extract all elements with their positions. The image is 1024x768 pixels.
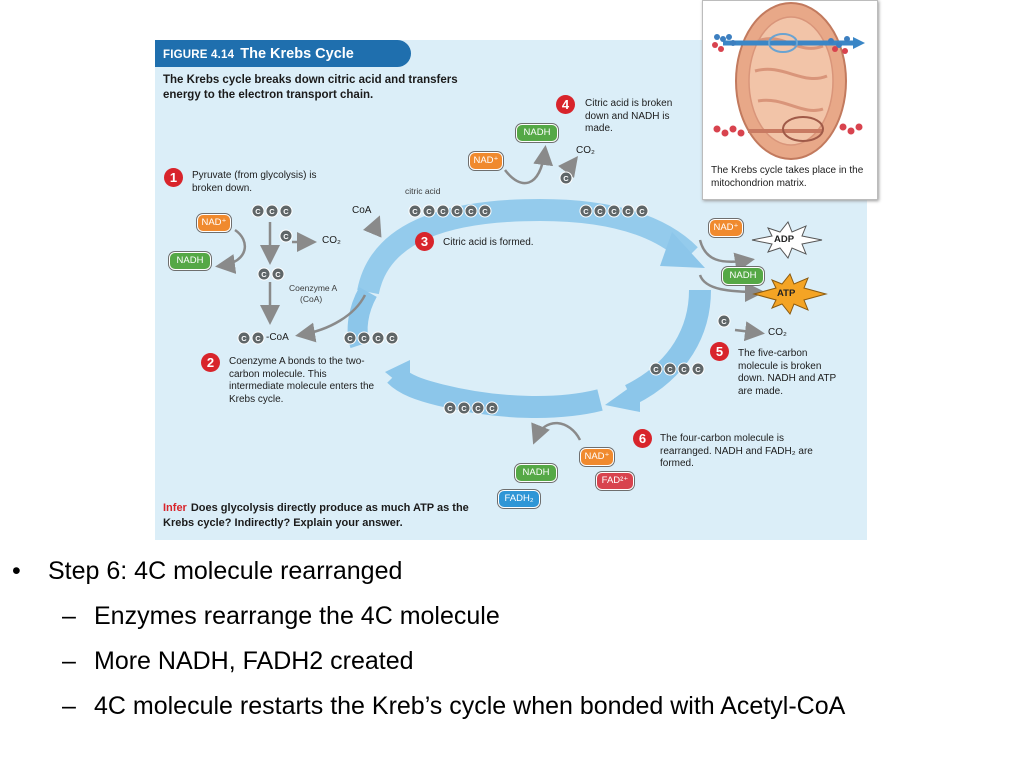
inset-caption: The Krebs cycle takes place in the mitoc…	[711, 165, 864, 189]
coa-label: CoA	[352, 205, 372, 216]
carbon-atom-label: C	[275, 270, 281, 279]
step-6-text: The four-carbon molecule is rearranged. …	[660, 433, 813, 469]
step-3-badge: 3	[415, 232, 434, 251]
carbon-atom-label: C	[667, 365, 673, 374]
carbon-atom-label: C	[412, 207, 418, 216]
cycle-ring	[347, 198, 711, 418]
sub-bullet-3-text: 4C molecule restarts the Kreb’s cycle wh…	[94, 692, 846, 720]
adp-label: ADP	[774, 234, 795, 245]
step-5-text: The five-carbon molecule is broken down.…	[738, 348, 837, 397]
carbon-atom-label: C	[426, 207, 432, 216]
cc-coa-label: -CoA	[266, 332, 289, 343]
carbon-atom-label: C	[440, 207, 446, 216]
carbon-atom-label: C	[468, 207, 474, 216]
step-1-text: Pyruvate (from glycolysis) is broken dow…	[192, 170, 317, 194]
adp-star	[751, 221, 823, 259]
coenzyme-a-abbr: (CoA)	[300, 294, 323, 304]
co2-label-step5: CO₂	[768, 327, 787, 338]
infer-text: Does glycolysis directly produce as much…	[163, 502, 469, 529]
figure-subtitle: The Krebs cycle breaks down citric acid …	[163, 74, 458, 101]
sub-bullet-1: –Enzymes rearrange the 4C molecule	[62, 600, 992, 632]
carbon-atom-label: C	[475, 404, 481, 413]
dash-marker: –	[62, 602, 76, 630]
carbon-atom-label: C	[695, 365, 701, 374]
carbon-atom-label: C	[482, 207, 488, 216]
carbon-atom-label: C	[261, 270, 267, 279]
carbon-atom-label: C	[721, 317, 727, 326]
carbon-atom-label: C	[269, 207, 275, 216]
carbon-atom-label: C	[597, 207, 603, 216]
citric-acid-label: citric acid	[405, 186, 441, 196]
figure-number: FIGURE 4.14	[163, 49, 235, 61]
carbon-atom-label: C	[653, 365, 659, 374]
fadh2-pill-step6: FADH₂	[498, 490, 540, 508]
carbon-atom-label: C	[283, 207, 289, 216]
nadh-pill-step4: NADH	[516, 124, 558, 142]
infer-keyword: Infer	[163, 502, 187, 514]
bullet-marker: •	[12, 557, 21, 585]
nadh-pill-step1: NADH	[169, 252, 211, 270]
mitochondrion-illustration	[712, 2, 865, 160]
step-4-text: Citric acid is broken down and NADH is m…	[585, 98, 673, 134]
carbon-atom-label: C	[454, 207, 460, 216]
carbon-atom-label: C	[389, 334, 395, 343]
figure-title-tab	[155, 40, 411, 67]
carbon-atom-label: C	[489, 404, 495, 413]
carbon-atom-label: C	[583, 207, 589, 216]
carbon-atom-label: C	[255, 207, 261, 216]
step-6-badge: 6	[633, 429, 652, 448]
co2-label-step4: CO₂	[576, 145, 595, 156]
dash-marker: –	[62, 647, 76, 675]
figure-title: FIGURE 4.14 The Krebs Cycle	[163, 45, 354, 62]
bullet-main-text: Step 6: 4C molecule rearranged	[48, 557, 403, 585]
sub-bullet-2-text: More NADH, FADH2 created	[94, 647, 414, 675]
step-3-text: Citric acid is formed.	[443, 237, 534, 248]
carbon-atom-label: C	[361, 334, 367, 343]
fad-pill-step6: FAD²⁺	[596, 472, 634, 490]
carbon-atom-label: C	[461, 404, 467, 413]
nad-pill-step5: NAD⁺	[709, 219, 743, 237]
step-4-badge: 4	[556, 95, 575, 114]
step-1-badge: 1	[164, 168, 183, 187]
nadh-pill-step5: NADH	[722, 267, 764, 285]
carbon-atom-label: C	[283, 232, 289, 241]
carbon-atom-label: C	[639, 207, 645, 216]
sub-bullet-1-text: Enzymes rearrange the 4C molecule	[94, 602, 500, 630]
dash-marker: –	[62, 692, 76, 720]
step-2-text: Coenzyme A bonds to the two-carbon molec…	[229, 356, 375, 405]
nad-pill-step6: NAD⁺	[580, 448, 614, 466]
nadh-pill-step6: NADH	[515, 464, 557, 482]
atp-star	[752, 273, 828, 315]
carbon-atom-label: C	[563, 174, 569, 183]
reaction-arrows	[215, 145, 765, 445]
carbon-atom-label: C	[447, 404, 453, 413]
carbon-atom-label: C	[241, 334, 247, 343]
atp-label: ATP	[777, 288, 796, 299]
carbon-atom-label: C	[255, 334, 261, 343]
carbon-atom-label: C	[375, 334, 381, 343]
sub-bullet-3: –4C molecule restarts the Kreb’s cycle w…	[62, 690, 992, 722]
step-5-badge: 5	[710, 342, 729, 361]
sub-bullet-2: –More NADH, FADH2 created	[62, 645, 992, 677]
carbon-atom-label: C	[347, 334, 353, 343]
carbon-atom-label: C	[681, 365, 687, 374]
carbon-atom-label: C	[625, 207, 631, 216]
co2-label-step1: CO₂	[322, 235, 341, 246]
step-2-badge: 2	[201, 353, 220, 372]
figure-name: The Krebs Cycle	[240, 46, 354, 62]
nad-pill-step4: NAD⁺	[469, 152, 503, 170]
coenzyme-a-label: Coenzyme A	[289, 283, 338, 293]
nad-pill-step1: NAD⁺	[197, 214, 231, 232]
carbon-atom-label: C	[611, 207, 617, 216]
bullet-main: • Step 6: 4C molecule rearranged	[12, 555, 402, 587]
